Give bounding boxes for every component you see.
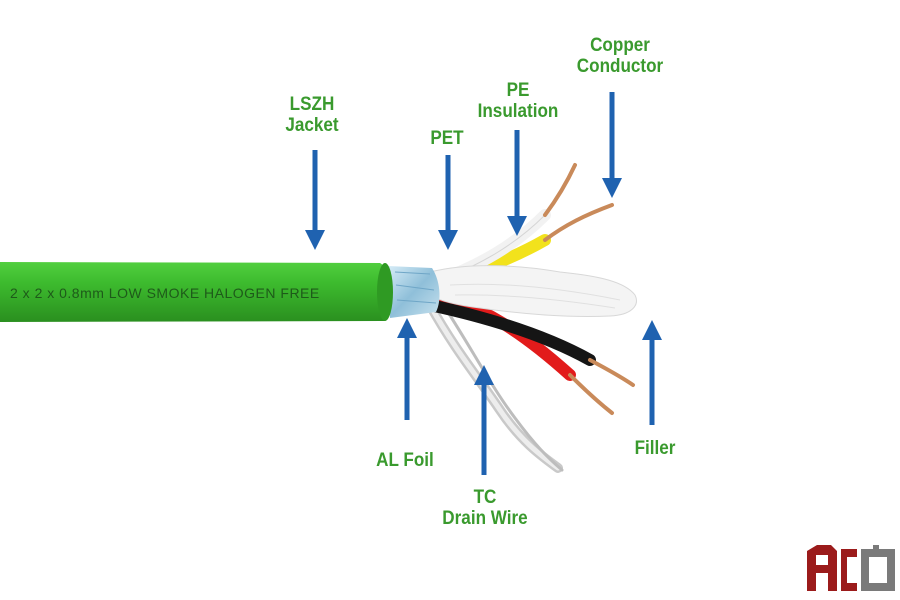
label-filler-line1: Filler (634, 438, 676, 459)
black-conductor (424, 299, 635, 387)
label-copper-line1: Copper (590, 35, 650, 56)
filler-tape (429, 265, 637, 318)
label-pet-line1: PET (430, 128, 464, 149)
label-copper-conductor: Copper Conductor (562, 35, 679, 77)
label-tc-line1: TC (473, 487, 497, 508)
tc-drain-wire (425, 298, 564, 473)
label-lszh-line2: Jacket (285, 115, 339, 136)
pointer-arrows (305, 92, 662, 475)
label-pe-insulation: PE Insulation (464, 80, 572, 122)
label-filler: Filler (619, 438, 691, 459)
label-tc-line2: Drain Wire (442, 508, 528, 529)
label-al-foil: AL Foil (365, 450, 446, 471)
label-lszh-line1: LSZH (289, 94, 335, 115)
label-pe-line1: PE (506, 80, 530, 101)
label-pet: PET (416, 128, 479, 149)
cable-print-text: 2 x 2 x 0.8mm LOW SMOKE HALOGEN FREE (10, 285, 320, 301)
al-foil (388, 266, 440, 318)
label-pe-line2: Insulation (477, 101, 559, 122)
label-alfoil-line1: AL Foil (376, 450, 434, 471)
aco-logo-icon (807, 545, 895, 591)
lszh-jacket: 2 x 2 x 0.8mm LOW SMOKE HALOGEN FREE (0, 262, 393, 322)
label-tc-drain-wire: TC Drain Wire (431, 487, 539, 529)
label-copper-line2: Conductor (576, 56, 664, 77)
label-lszh-jacket: LSZH Jacket (267, 94, 357, 136)
